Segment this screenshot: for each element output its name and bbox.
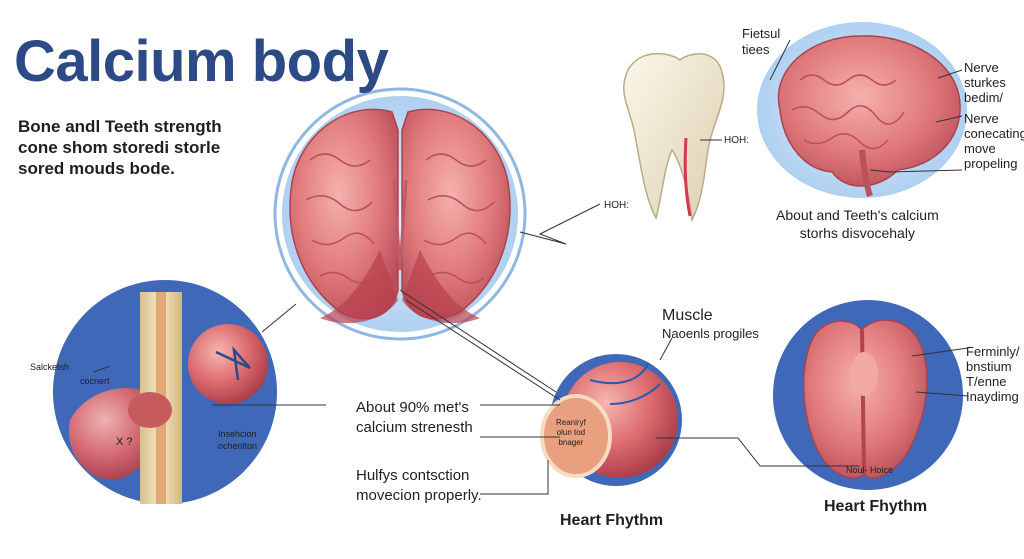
muscle-inner-label: Reaniryf olun tod bnager — [556, 418, 586, 448]
label-line: move — [964, 141, 996, 156]
caption-line: storhs disvocehaly — [799, 225, 915, 241]
label-line: Insehcion — [218, 429, 257, 439]
label-line: olun tod — [556, 428, 586, 437]
center-hoh-label: HOH: — [604, 200, 629, 211]
label-line: ochenlton — [218, 441, 258, 451]
heart-right-labels: Ferminly/ bnstium T/enne Inaydimg — [966, 344, 1019, 404]
muscle-caption: Heart Fhythm — [560, 512, 664, 529]
page-title: Calcium body — [14, 29, 389, 94]
label-line: Hulfys contsction — [356, 467, 470, 484]
label-line: Nerve — [964, 111, 999, 126]
label-line: propeling — [964, 156, 1018, 171]
bone-top-label: Salcketsh cocnert — [30, 360, 110, 388]
bone-x-label: X ? — [116, 436, 133, 448]
label-line: sturkes — [964, 75, 1006, 90]
label-line: conecating — [964, 126, 1024, 141]
bone-right-label: Insehcion ochenlton — [218, 428, 257, 452]
intro-text: Bone andl Teeth strength cone shom store… — [18, 116, 222, 179]
brain-illustration — [757, 22, 967, 198]
about-calcium-label: About 90% met's calcium strenesth — [356, 398, 473, 438]
label-line: calcium strenesth — [356, 419, 473, 436]
contraction-label: Hulfys contsction movecion properly. — [356, 466, 482, 506]
label-line: Nerve — [964, 60, 999, 75]
intro-line: cone shom storedi storle — [18, 138, 221, 157]
muscle-subtitle: Naoenls progiles — [662, 326, 759, 341]
label-line: movecion properly. — [356, 487, 482, 504]
intro-line: sored mouds bode. — [18, 159, 175, 178]
muscle-sphere-illustration — [540, 354, 682, 486]
label-line: bnstium — [966, 359, 1012, 374]
label-line: bedim/ — [964, 90, 1004, 105]
heart-inner-label: Noul- Hoice — [846, 465, 894, 475]
caption-line: About and Teeth's calcium — [776, 207, 939, 223]
heart-illustration — [773, 300, 963, 490]
tooth-illustration — [623, 52, 725, 223]
central-organ-illustration — [273, 87, 527, 341]
bone-joint-illustration — [53, 280, 277, 504]
intro-line: Bone andl Teeth strength — [18, 117, 222, 136]
tooth-top-label: Fietsul tiees — [742, 26, 780, 58]
label-line: bnager — [558, 438, 584, 447]
heart-caption: Heart Fhythm — [824, 498, 928, 515]
label-line: Salcketsh — [30, 362, 70, 372]
label-line: Inaydimg — [966, 389, 1019, 404]
leader-lines — [93, 39, 969, 495]
tooth-hoh-label: HOH: — [724, 135, 749, 146]
label-line: Reaniryf — [556, 418, 586, 427]
brain-right-labels: Nerve sturkes bedim/ Nerve conecating mo… — [964, 60, 1024, 171]
muscle-title: Muscle — [662, 307, 713, 324]
label-line: Fietsul — [742, 26, 781, 41]
brain-caption: About and Teeth's calcium storhs disvoce… — [776, 206, 939, 242]
label-line: Ferminly/ — [966, 344, 1020, 359]
label-line: tiees — [742, 42, 770, 57]
label-line: cocnert — [80, 376, 110, 386]
label-line: T/enne — [966, 374, 1007, 389]
label-line: About 90% met's — [356, 399, 469, 416]
